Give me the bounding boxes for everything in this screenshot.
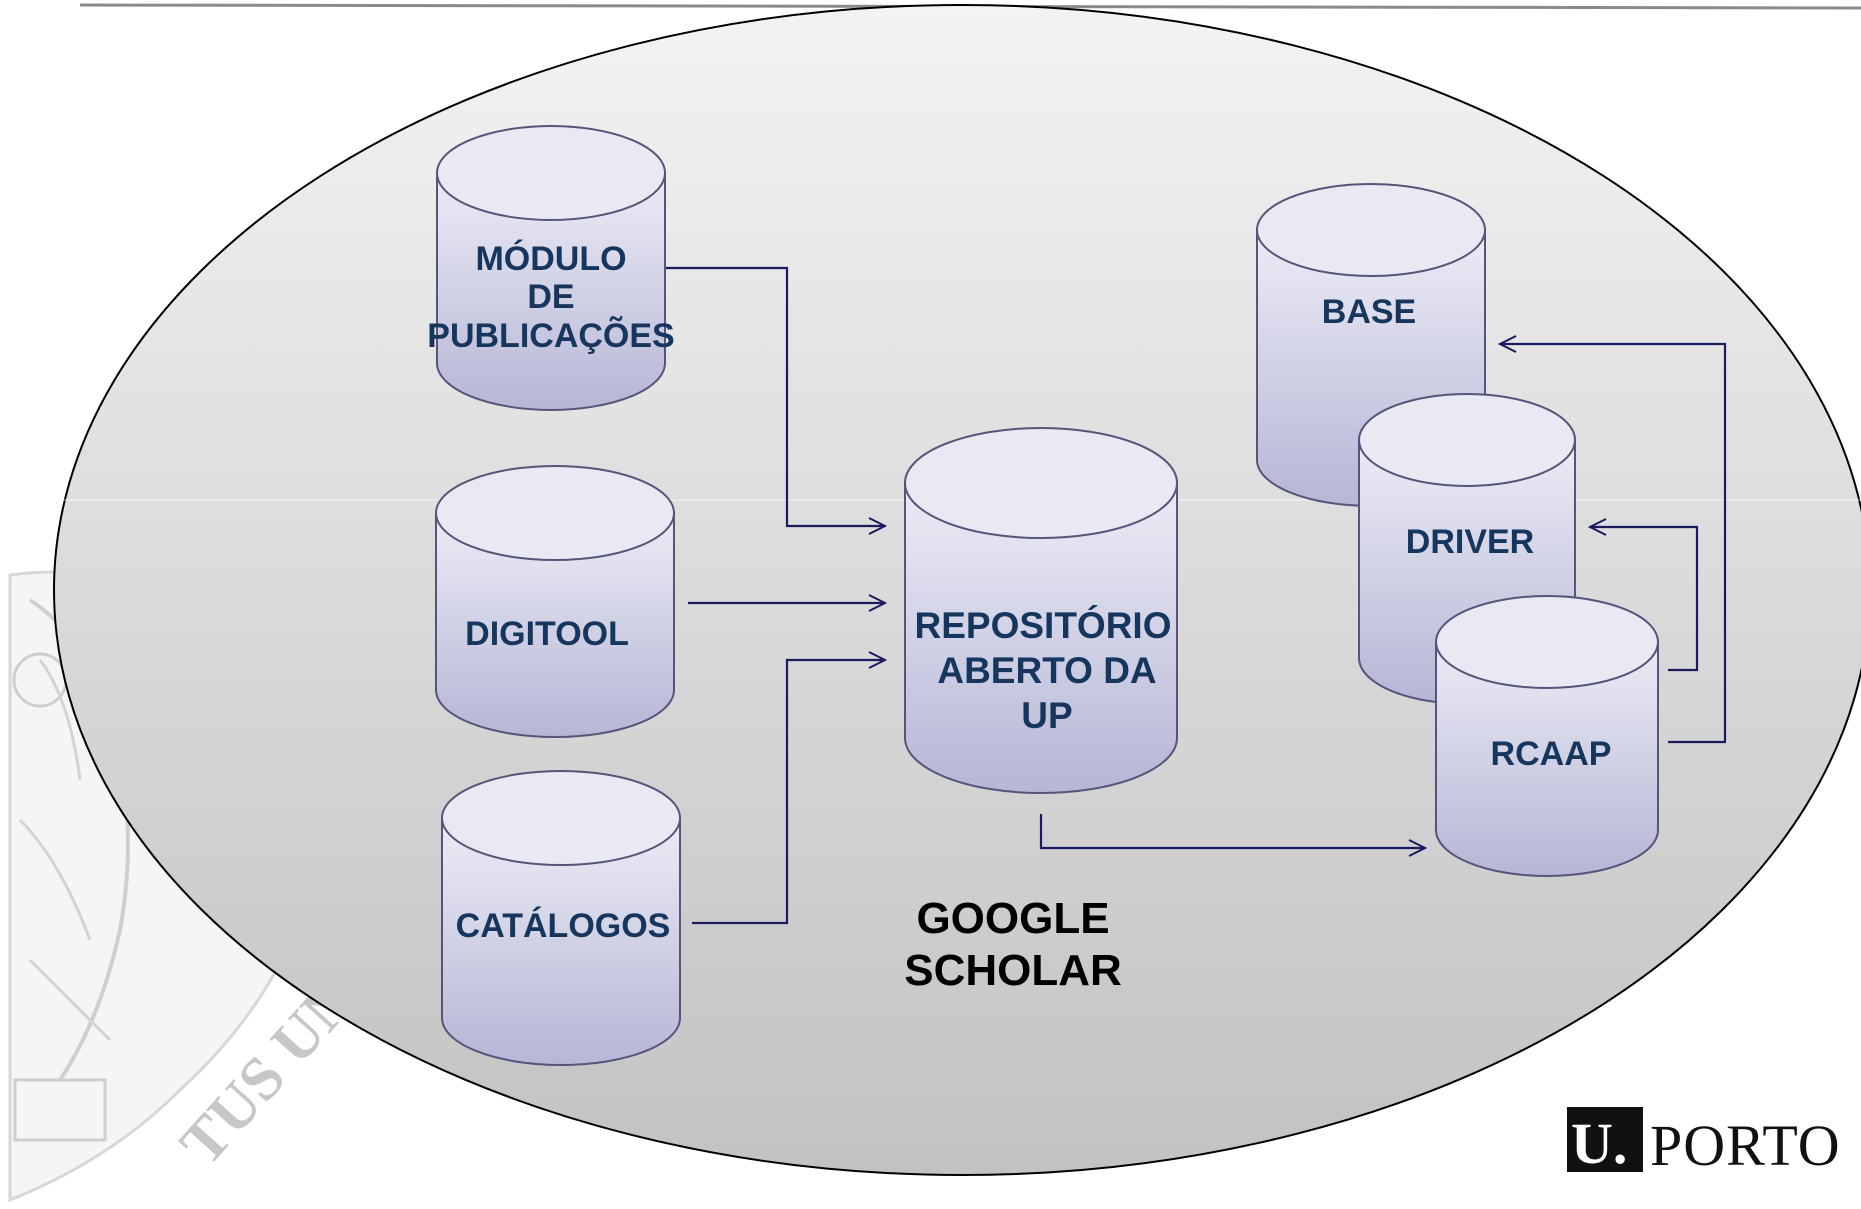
db-rcaap-label: RCAAP bbox=[1491, 735, 1612, 773]
db-modulo: MÓDULO DE PUBLICAÇÕES bbox=[427, 125, 675, 411]
db-repositorio-label-1: REPOSITÓRIO bbox=[915, 604, 1172, 646]
connector-catalogos-repositorio bbox=[692, 660, 885, 925]
db-digitool-label: DIGITOOL bbox=[465, 615, 629, 653]
scope-label-line-2: SCHOLAR bbox=[904, 946, 1122, 995]
db-modulo-label-1: MÓDULO bbox=[475, 240, 626, 278]
db-driver-label: DRIVER bbox=[1406, 523, 1534, 561]
db-digitool: DIGITOOL bbox=[435, 465, 675, 738]
db-base-label: BASE bbox=[1322, 293, 1416, 331]
connector-modulo-repositorio bbox=[665, 266, 885, 526]
connector-repositorio-rcaap bbox=[1039, 814, 1425, 848]
db-catalogos-label: CATÁLOGOS bbox=[456, 907, 671, 945]
connector-rcaap-base bbox=[1500, 344, 1727, 744]
logo-porto-text: PORTO bbox=[1650, 1113, 1841, 1178]
db-repositorio-label-2: ABERTO DA bbox=[937, 650, 1156, 691]
logo-u-text: U. bbox=[1571, 1111, 1627, 1176]
db-repositorio-label-3: UP bbox=[1021, 695, 1072, 736]
uporto-logo: U. PORTO bbox=[1567, 1107, 1841, 1178]
scope-label-line-1: GOOGLE bbox=[916, 894, 1109, 943]
db-repositorio: REPOSITÓRIO ABERTO DA UP bbox=[904, 427, 1178, 794]
db-modulo-label-3: PUBLICAÇÕES bbox=[427, 317, 674, 355]
db-modulo-label-2: DE bbox=[527, 278, 574, 316]
connectors bbox=[665, 266, 1727, 925]
logo-u-box bbox=[1567, 1107, 1643, 1172]
db-rcaap: RCAAP bbox=[1435, 595, 1659, 877]
db-catalogos: CATÁLOGOS bbox=[441, 770, 681, 1066]
connector-rcaap-driver bbox=[1590, 527, 1699, 672]
